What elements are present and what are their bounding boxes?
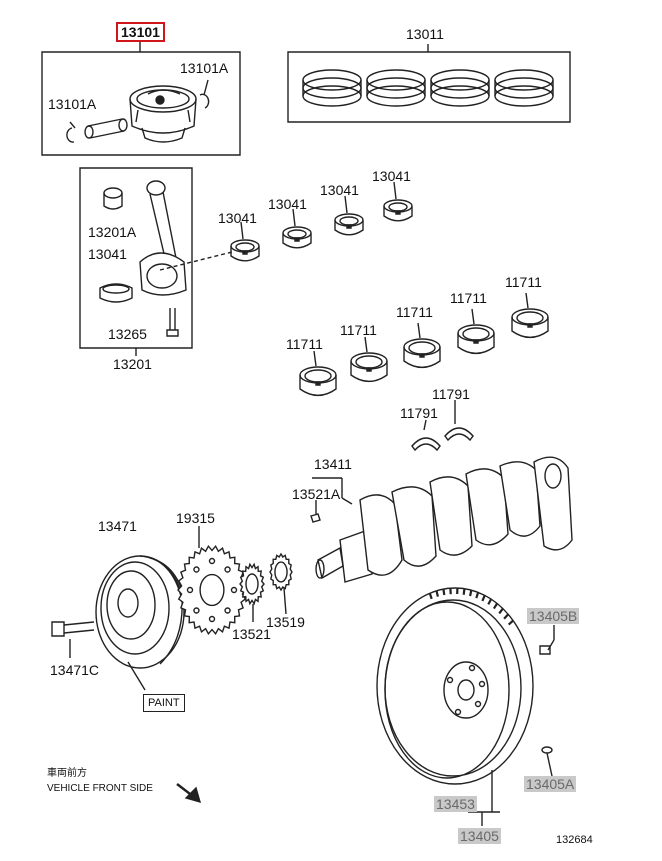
label-main-bearing-5[interactable]: 11711	[505, 274, 542, 290]
label-main-bearing-2[interactable]: 11711	[340, 322, 377, 338]
vehicle-front-arrow-icon	[177, 784, 200, 802]
label-crankshaft[interactable]: 13411	[314, 456, 352, 472]
label-flywheel-pin[interactable]: 13405A	[524, 776, 577, 792]
label-rod-bearing-in-box[interactable]: 13041	[88, 246, 127, 262]
rod-bearing-in-box-drawing[interactable]	[100, 284, 132, 302]
flywheel-bolt-drawing[interactable]	[540, 625, 554, 654]
front-label-jp: 車両前方	[47, 768, 87, 779]
label-pulley-bolt[interactable]: 13471C	[50, 662, 100, 678]
label-ring-set[interactable]: 13011	[406, 26, 444, 42]
gear-spacer-drawing[interactable]	[270, 554, 292, 590]
ring-set-box	[288, 44, 570, 122]
leader-dashed	[160, 252, 232, 270]
flywheel-pin-drawing[interactable]	[542, 747, 552, 776]
label-paint: PAINT	[143, 694, 185, 712]
label-conn-rod-assy[interactable]: 13201	[113, 356, 152, 372]
rod-bearings-drawing[interactable]	[231, 182, 412, 261]
crank-key-drawing[interactable]	[311, 500, 320, 522]
label-flywheel[interactable]: 13405	[458, 828, 501, 844]
rod-bolt-drawing[interactable]	[167, 308, 178, 336]
flywheel-drawing[interactable]	[377, 588, 533, 826]
thrust-washer-drawing[interactable]	[412, 400, 473, 450]
label-rod-bearing-2[interactable]: 13041	[268, 196, 307, 212]
label-thrust-washer-1[interactable]: 11791	[432, 386, 470, 402]
label-rod-bearing-1[interactable]: 13041	[218, 210, 257, 226]
leader-spacer	[284, 588, 286, 614]
diagram-id: 132684	[556, 834, 593, 846]
label-ring-gear[interactable]: 13453	[434, 796, 477, 812]
label-rod-bearing-4[interactable]: 13041	[372, 168, 411, 184]
label-snap-ring-right[interactable]: 13101A	[180, 60, 229, 76]
label-main-bearing-1[interactable]: 11711	[286, 336, 323, 352]
label-timing-gear[interactable]: 19315	[176, 510, 215, 526]
ring-gear-drawing[interactable]	[430, 588, 513, 625]
label-snap-ring-left[interactable]: 13101A	[48, 96, 97, 112]
label-gear-spacer[interactable]: 13519	[266, 614, 305, 630]
label-rod-bearing-3[interactable]: 13041	[320, 182, 359, 198]
label-flywheel-bolt[interactable]: 13405B	[527, 608, 580, 624]
front-label-en: VEHICLE FRONT SIDE	[47, 783, 153, 794]
label-crank-gear[interactable]: 13521	[232, 626, 271, 642]
piston-group-box	[42, 42, 240, 155]
main-bearings-drawing[interactable]	[300, 293, 548, 395]
label-thrust-washer-2[interactable]: 11791	[400, 405, 438, 421]
label-main-bearing-3[interactable]: 11711	[396, 304, 433, 320]
label-rod-bushing[interactable]: 13201A	[88, 224, 137, 240]
label-crank-key[interactable]: 13521A	[292, 486, 341, 502]
conn-rod-box	[80, 168, 192, 356]
pulley-bolt-drawing[interactable]	[52, 622, 94, 658]
crank-gear-drawing[interactable]	[240, 564, 264, 603]
rod-bushing-drawing[interactable]	[104, 188, 122, 209]
timing-gear-drawing[interactable]	[178, 546, 246, 634]
piston-pin-drawing[interactable]	[85, 119, 127, 138]
label-rod-bolt[interactable]: 13265	[108, 326, 147, 342]
conn-rod-drawing[interactable]	[140, 181, 186, 295]
snap-ring-left-drawing[interactable]	[67, 122, 75, 142]
pulley-drawing[interactable]	[96, 556, 186, 690]
ring-set-drawing[interactable]	[303, 70, 553, 106]
label-piston-assy[interactable]: 13101	[116, 22, 165, 42]
crankshaft-drawing[interactable]	[312, 457, 572, 582]
label-main-bearing-4[interactable]: 11711	[450, 290, 487, 306]
snap-ring-right-drawing[interactable]	[200, 80, 209, 108]
label-pulley[interactable]: 13471	[98, 518, 137, 534]
piston-drawing[interactable]	[130, 86, 196, 142]
